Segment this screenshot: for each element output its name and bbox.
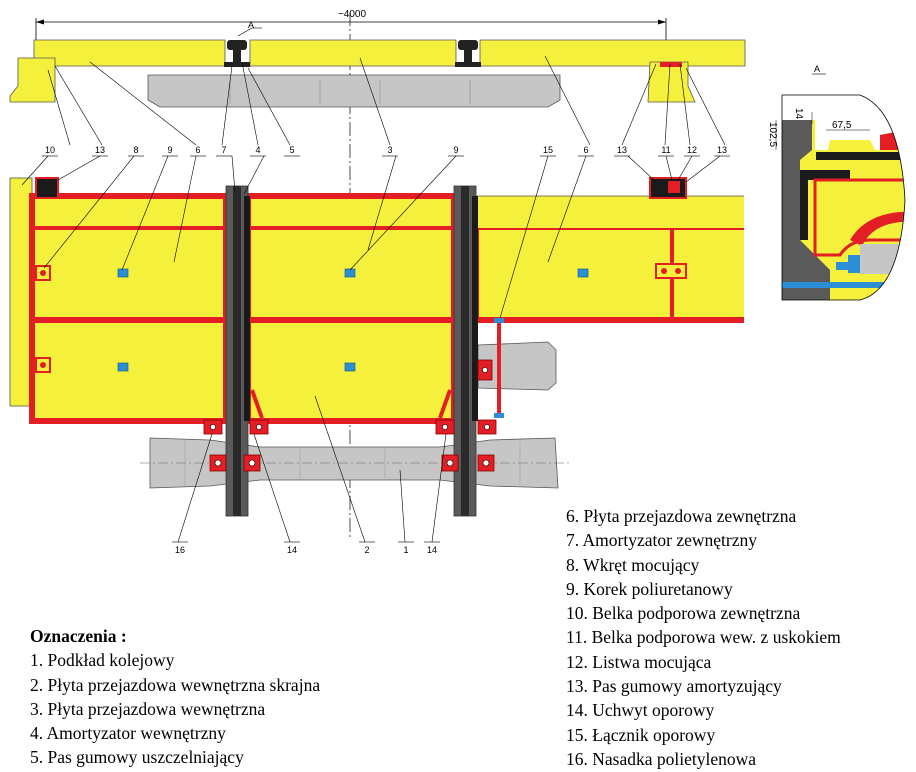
legend-item: 3. Płyta przejazdowa wewnętrzna [30,698,266,719]
callout-2: 2 [364,545,369,555]
callout-11: 11 [661,145,670,155]
legend-item: 2. Płyta przejazdowa wewnętrzna skrajna [30,674,321,695]
detail-title: A [814,64,820,74]
callout-6: 6 [195,145,200,155]
callout-5: 5 [289,145,294,155]
callout-8: 8 [133,145,138,155]
rail-left-section [224,40,250,67]
retainer-clamps [203,359,497,472]
callout-13: 13 [95,145,105,155]
outer-panel-left-plan [29,193,229,424]
callout-3: 3 [387,145,392,155]
leader-lines-top [47,27,726,146]
detail-dim-1025: 102,5 [767,122,778,147]
legend-item: 5. Pas gumowy uszczelniający [30,747,244,768]
legend-item: 6. Płyta przejazdowa zewnętrzna [566,506,797,526]
legend-right: 6. Płyta przejazdowa zewnętrzna 7. Amort… [566,504,841,771]
callout-12: 12 [687,145,697,155]
callout-6: 6 [583,145,588,155]
detail-a [782,95,905,300]
rail-right-plan [453,185,478,517]
legend-item: 13. Pas gumowy amortyzujący [566,676,782,697]
rail-left-plan [225,185,250,517]
legend-item: 10. Belka podporowa zewnętrzna [566,603,801,624]
outer-panel-left-section [33,39,226,67]
legend-item: 12. Listwa mocująca [566,651,712,672]
tie-rod [497,318,501,418]
rubber-pad-left [35,177,59,199]
span-label: ~4000 [338,9,367,20]
callout-labels-bottom: 16 14 2 1 14 [172,541,440,555]
sleeper-section [147,74,561,108]
detail-dimensions [775,112,870,150]
dimension-span: ~4000 [35,9,667,42]
callout-9: 9 [453,145,458,155]
inner-panel-section [249,39,457,67]
legend-item: 14. Uchwyt oporowy [566,700,715,721]
legend-item: 9. Korek poliuretanowy [566,578,733,599]
detail-dim-14: 14 [793,108,804,120]
legend-left: Oznaczenia : 1. Podkład kolejowy 2. Płyt… [30,624,320,770]
legend-item: 15. Łącznik oporowy [566,724,716,745]
inner-panel-plan [245,193,457,424]
detail-dim-675: 67,5 [832,120,852,131]
callout-10: 10 [45,145,55,155]
outer-beam-plan [9,177,33,407]
legend-item: 11. Belka podporowa wew. z uskokiem [566,627,841,648]
outer-panel-right-section [479,39,746,67]
section-mark: A [248,20,254,30]
legend-item: 7. Amortyzator zewnętrzny [566,530,757,551]
callout-9: 9 [167,145,172,155]
callout-16: 16 [175,545,185,555]
legend-item: 4. Amortyzator wewnętrzny [30,723,226,744]
callout-15: 15 [543,145,553,155]
callout-14: 14 [287,545,297,555]
callout-14: 14 [427,545,437,555]
callout-labels-top: 10 13 8 9 6 7 4 5 3 9 15 6 13 11 12 13 [42,145,730,157]
callout-1: 1 [403,545,408,555]
callout-7: 7 [221,145,226,155]
rail-right-section [455,40,481,67]
legend-title: Oznaczenia : [30,626,127,646]
callout-13: 13 [617,145,627,155]
support-beam-left [9,57,56,103]
polyurethane-plugs [117,268,589,372]
legend-item: 8. Wkręt mocujący [566,554,700,575]
leader-lines-plan [21,155,721,543]
support-beam-right [647,61,696,103]
callout-13: 13 [717,145,727,155]
legend-item: 1. Podkład kolejowy [30,650,175,671]
callout-4: 4 [255,145,260,155]
legend-item: 16. Nasadka polietylenowa [566,748,757,769]
